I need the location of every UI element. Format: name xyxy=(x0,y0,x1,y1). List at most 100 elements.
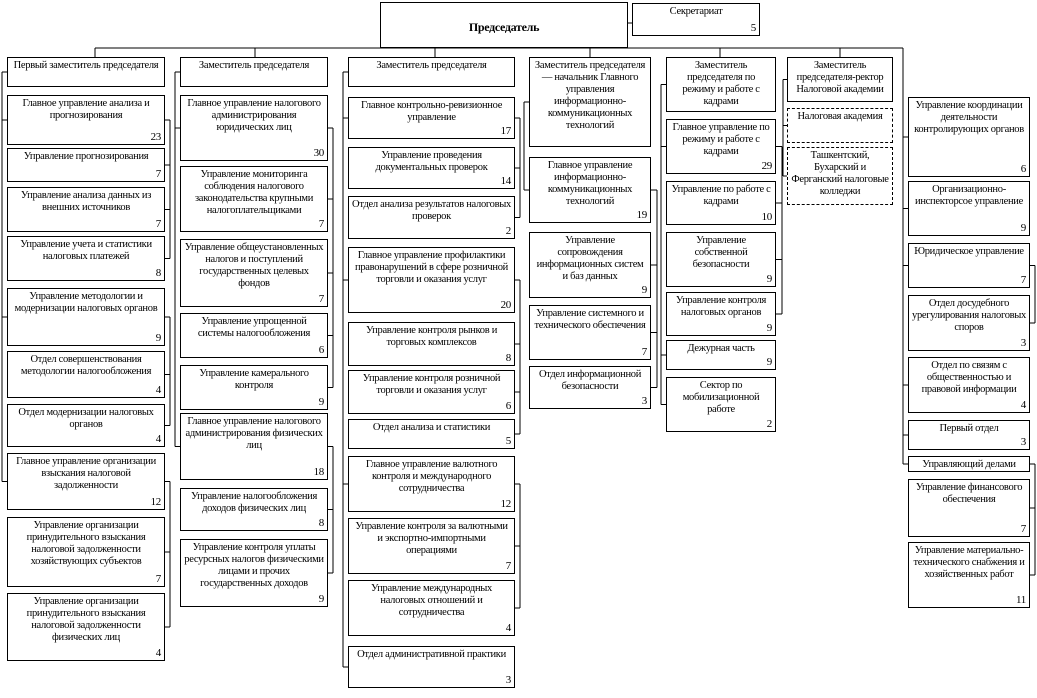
unit-box-staff-count: 17 xyxy=(500,125,512,137)
unit-box-staff-count: 8 xyxy=(505,352,512,364)
unit-box-label: Управление собственной безопасности xyxy=(692,235,750,270)
direct-unit-box: Управляющий делами xyxy=(908,456,1030,472)
unit-box-label: Главное управление налогового администри… xyxy=(185,416,323,451)
unit-box-staff-count: 9 xyxy=(318,396,325,408)
unit-box-staff-count: 3 xyxy=(505,674,512,686)
unit-box: Управление прогнозирования 7 xyxy=(7,148,165,182)
unit-box-staff-count: 9 xyxy=(318,593,325,605)
unit-box-label: Управление прогнозирования xyxy=(23,151,149,162)
unit-box-label: Главное управление информационно-коммуни… xyxy=(547,160,633,207)
unit-box: Управление учета и статистики налоговых … xyxy=(7,236,165,281)
unit-box-label: Главное управление анализа и прогнозиров… xyxy=(22,98,150,121)
unit-box: Управление собственной безопасности 9 xyxy=(666,232,776,287)
unit-box-label: Управление сопровождения информационных … xyxy=(536,235,644,282)
direct-unit-box-staff-count: 11 xyxy=(1016,594,1026,606)
unit-box-staff-count: 10 xyxy=(761,211,773,223)
unit-box-staff-count: 5 xyxy=(505,435,512,447)
direct-unit-box-label: Управление координации деятельности конт… xyxy=(914,100,1024,135)
chairman-label: Председатель xyxy=(468,20,540,34)
deputy-head-box-label: Заместитель председателя — начальник Гла… xyxy=(534,60,646,131)
direct-unit-box-staff-count: 4 xyxy=(1020,399,1027,411)
unit-box-label: Отдел анализа результатов налоговых пров… xyxy=(352,199,511,222)
unit-box-label: Главное контрольно-ревизионное управлени… xyxy=(360,100,503,123)
unit-box-staff-count: 23 xyxy=(150,131,162,143)
unit-box: Управление контроля за валютными и экспо… xyxy=(348,518,515,574)
deputy-head-box: Заместитель председателя xyxy=(348,57,515,87)
direct-unit-box-label: Юридическое управление xyxy=(914,246,1024,257)
direct-unit-box: Управление координации деятельности конт… xyxy=(908,97,1030,177)
unit-box-staff-count: 6 xyxy=(505,400,512,412)
unit-box-staff-count: 7 xyxy=(318,293,325,305)
unit-box-staff-count: 7 xyxy=(318,218,325,230)
unit-box-label: Управление учета и статистики налоговых … xyxy=(20,239,152,262)
unit-box: Главное управление валютного контроля и … xyxy=(348,456,515,512)
unit-box-label: Управление общеустановленных налогов и п… xyxy=(184,242,324,289)
unit-box-staff-count: 7 xyxy=(155,573,162,585)
unit-box-staff-count: 4 xyxy=(155,433,162,445)
unit-box-staff-count: 3 xyxy=(641,395,648,407)
unit-box: Управление общеустановленных налогов и п… xyxy=(180,239,328,307)
unit-box: Управление контроля уплаты ресурсных нал… xyxy=(180,539,328,607)
unit-box-label: Управление контроля налоговых органов xyxy=(675,295,767,318)
deputy-head-box-label: Первый заместитель председателя xyxy=(13,60,159,71)
direct-unit-box-label: Организационно-инспекторсое управление xyxy=(915,184,1023,207)
unit-box: Управление организации принудительного в… xyxy=(7,517,165,587)
unit-box: Главное управление налогового администри… xyxy=(180,413,328,480)
deputy-head-box-label: Заместитель председателя-ректор Налогово… xyxy=(796,60,884,95)
unit-box-staff-count: 4 xyxy=(505,622,512,634)
deputy-head-box-label: Заместитель председателя xyxy=(376,60,487,71)
direct-unit-box-staff-count: 3 xyxy=(1020,337,1027,349)
direct-unit-box-label: Отдел по связям с общественностью и прав… xyxy=(921,360,1017,395)
unit-box-staff-count: 2 xyxy=(505,225,512,237)
direct-unit-box-label: Управляющий делами xyxy=(922,459,1016,470)
unit-box-staff-count: 8 xyxy=(318,517,325,529)
deputy-head-box: Заместитель председателя — начальник Гла… xyxy=(529,57,651,147)
unit-box: Главное управление профилактики правонар… xyxy=(348,247,515,313)
unit-box: Отдел анализа результатов налоговых пров… xyxy=(348,196,515,239)
unit-box: Управление системного и технического обе… xyxy=(529,305,651,360)
direct-unit-box-staff-count: 6 xyxy=(1020,163,1027,175)
deputy-head-box: Первый заместитель председателя xyxy=(7,57,165,87)
direct-unit-box: Управление материально-технического снаб… xyxy=(908,542,1030,608)
unit-box-staff-count: 2 xyxy=(766,418,773,430)
unit-box-staff-count: 9 xyxy=(766,356,773,368)
unit-box-label: Главное управление организации взыскания… xyxy=(16,456,156,491)
unit-box-staff-count: 7 xyxy=(505,560,512,572)
direct-unit-box-label: Отдел досудебного урегулирования налогов… xyxy=(912,298,1027,333)
deputy-head-box-label: Заместитель председателя xyxy=(198,60,310,71)
unit-box: Управление по работе с кадрами 10 xyxy=(666,181,776,225)
unit-box-staff-count: 30 xyxy=(313,147,325,159)
secretariat-box: Секретариат 5 xyxy=(632,3,760,36)
direct-unit-box-staff-count: 9 xyxy=(1020,222,1027,234)
unit-box-label: Отдел модернизации налоговых органов xyxy=(18,407,154,430)
unit-box: Отдел совершенствования методологии нало… xyxy=(7,351,165,398)
unit-box-label: Ташкентский, Бухарский и Ферганский нало… xyxy=(791,150,889,197)
unit-box-label: Управление анализа данных из внешних ист… xyxy=(20,190,152,213)
unit-box-staff-count: 29 xyxy=(761,160,773,172)
unit-box: Управление упрощенной системы налогообло… xyxy=(180,313,328,358)
unit-box: Управление методологии и модернизации на… xyxy=(7,288,165,346)
unit-box: Управление контроля рынков и торговых ко… xyxy=(348,322,515,366)
unit-box-label: Налоговая академия xyxy=(797,111,883,122)
unit-box-staff-count: 7 xyxy=(641,346,648,358)
unit-box-staff-count: 9 xyxy=(766,273,773,285)
direct-unit-box: Отдел по связям с общественностью и прав… xyxy=(908,357,1030,413)
unit-box: Ташкентский, Бухарский и Ферганский нало… xyxy=(787,147,893,205)
unit-box: Налоговая академия xyxy=(787,108,893,143)
unit-box-label: Управление системного и технического обе… xyxy=(534,308,646,331)
unit-box-label: Управление по работе с кадрами xyxy=(671,184,771,207)
unit-box-staff-count: 7 xyxy=(155,218,162,230)
chairman-box: Председатель xyxy=(380,2,628,48)
unit-box-label: Управление международных налоговых отнош… xyxy=(371,583,492,618)
unit-box-staff-count: 7 xyxy=(155,168,162,180)
unit-box-label: Управление мониторинга соблюдения налого… xyxy=(194,169,314,216)
secretariat-count: 5 xyxy=(750,22,757,34)
deputy-head-box-label: Заместитель председателя по режиму и раб… xyxy=(682,60,760,107)
